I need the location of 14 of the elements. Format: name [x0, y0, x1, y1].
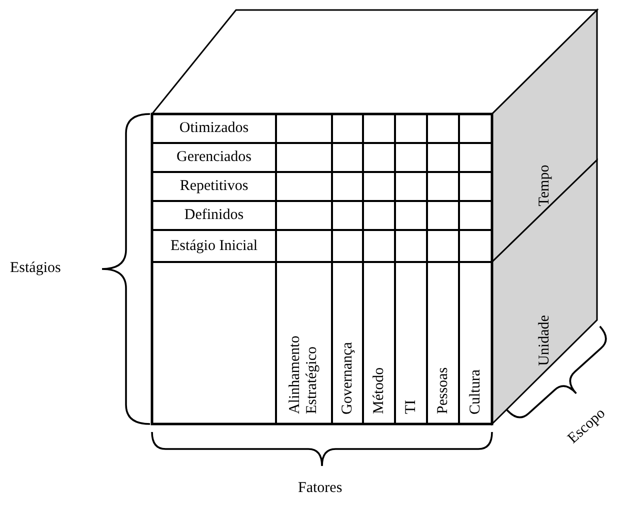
factor-label: Cultura [459, 266, 492, 420]
factor-label: Método [363, 266, 395, 420]
axis-label: Estágios [10, 260, 61, 277]
stage-label: Otimizados [152, 114, 276, 143]
stage-label: Gerenciados [152, 143, 276, 172]
factor-label: Governança [332, 266, 363, 420]
stage-label: Repetitivos [152, 172, 276, 201]
stage-label: Definidos [152, 201, 276, 230]
dimension-label: Unidade [492, 284, 597, 396]
factor-label: Alinhamento Estratégico [276, 266, 332, 420]
factor-label: Pessoas [427, 266, 459, 420]
axis-label: Fatores [298, 480, 342, 497]
factor-label: TI [395, 266, 427, 420]
stage-label: Estágio Inicial [152, 230, 276, 262]
